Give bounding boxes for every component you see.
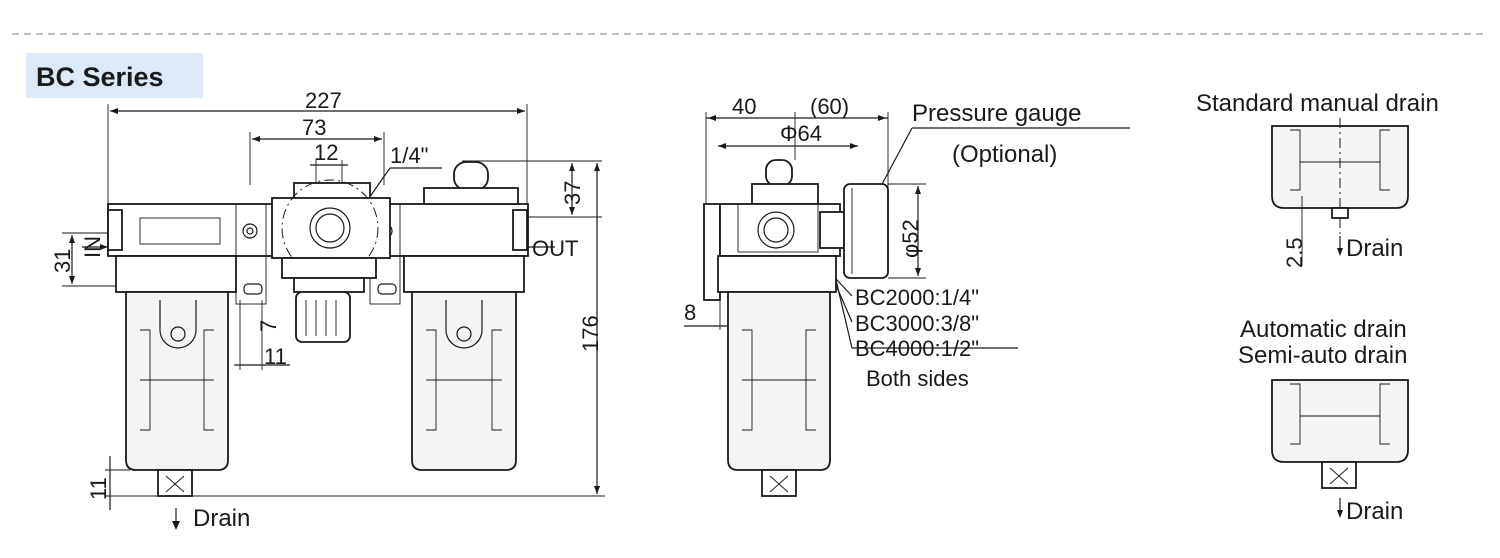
- dim-overall-width: 227: [305, 88, 342, 113]
- dim-bracket-width: 11: [264, 344, 287, 369]
- dim-bracket-height: 7: [256, 320, 281, 332]
- thread-note: Both sides: [866, 366, 969, 391]
- dim-drain-height: 11: [86, 477, 111, 500]
- regulator-unit: [271, 179, 391, 343]
- dim-port-size: 1/4": [390, 143, 428, 168]
- dim-depth-rear: (60): [810, 94, 849, 119]
- dim-depth-front: 40: [732, 94, 756, 119]
- manual-drain-dim: 2.5: [1282, 237, 1307, 268]
- filter-unit: [115, 255, 237, 497]
- auto-drain-detail: Automatic drain Semi-auto drain Drain: [1238, 316, 1409, 525]
- dim-bracket-offset: 8: [684, 300, 696, 325]
- outlet-label: OUT: [532, 236, 578, 261]
- front-view: 227 73 12 1/4" 37 176 31 IN: [50, 88, 605, 532]
- thread-spec-3: BC4000:1/2": [855, 336, 979, 361]
- semi-auto-drain-title: Semi-auto drain: [1238, 342, 1407, 369]
- dim-port-height: 31: [50, 249, 75, 273]
- dim-overall-height: 176: [578, 315, 603, 352]
- manual-drain-detail: Standard manual drain 2.5 Drain: [1196, 90, 1439, 268]
- title-text: BC Series: [36, 62, 164, 92]
- thread-spec-2: BC3000:3/8": [855, 311, 979, 336]
- thread-spec-1: BC2000:1/4": [855, 285, 979, 310]
- front-drain-label: Drain: [193, 505, 250, 532]
- auto-drain-label: Drain: [1346, 498, 1403, 525]
- dim-gauge-dia: φ52: [898, 219, 923, 258]
- dim-regulator-span: 73: [302, 115, 326, 140]
- lubricator-unit: [403, 161, 525, 471]
- dim-top-height: 37: [560, 181, 585, 205]
- manual-drain-label: Drain: [1346, 235, 1403, 262]
- dim-gauge-face: Φ64: [780, 121, 822, 146]
- auto-drain-title: Automatic drain: [1240, 316, 1407, 343]
- dim-knob-width: 12: [314, 140, 338, 165]
- side-body: [703, 159, 889, 497]
- side-view: 40 (60) Φ64 Pressure gauge (Optional) φ5…: [684, 94, 1130, 497]
- gauge-label: Pressure gauge: [912, 100, 1081, 127]
- gauge-optional-label: (Optional): [952, 141, 1057, 168]
- title-background: [26, 53, 203, 98]
- series-title: BC Series: [26, 53, 203, 98]
- manual-drain-title: Standard manual drain: [1196, 90, 1439, 117]
